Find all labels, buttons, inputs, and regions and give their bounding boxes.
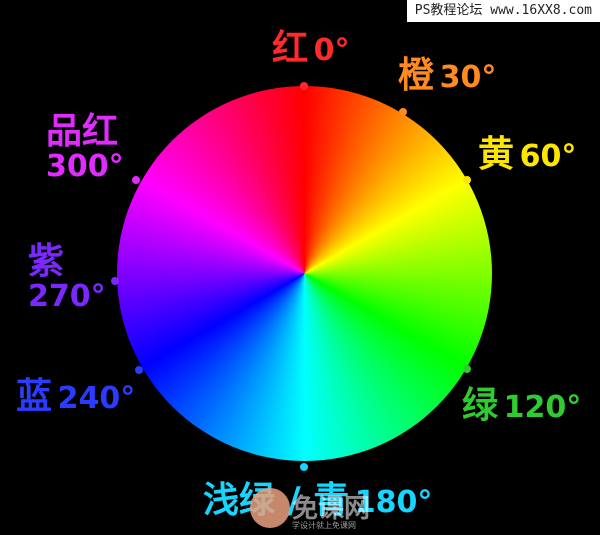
label-blue: 蓝 240° [16, 378, 135, 416]
label-cyan-degree: 180° [354, 485, 433, 520]
tick-magenta [132, 176, 140, 184]
label-red-name: 红 [272, 28, 309, 69]
label-green-degree: 120° [503, 390, 582, 425]
logo-subtitle: 学设计就上免课网 [292, 521, 356, 530]
logo-text: 免课网 [292, 494, 371, 524]
label-blue-name: 蓝 [16, 376, 53, 417]
label-magenta: 品红 300° [46, 113, 124, 182]
label-green-name: 绿 [462, 385, 499, 426]
label-orange: 橙 30° [398, 57, 496, 95]
tick-violet [111, 277, 119, 285]
label-red: 红 0° [272, 30, 349, 68]
label-violet-degree: 270° [28, 278, 106, 314]
logo-badge-icon [250, 488, 290, 528]
color-wheel [117, 86, 492, 461]
tick-blue [135, 366, 143, 374]
tick-orange [399, 108, 407, 116]
label-yellow-name: 黄 [478, 134, 515, 175]
tick-yellow [463, 176, 471, 184]
label-red-degree: 0° [313, 33, 350, 68]
tick-cyan [300, 463, 308, 471]
label-yellow-degree: 60° [519, 139, 577, 174]
label-magenta-name: 品红 [46, 111, 119, 152]
watermark-banner: PS教程论坛 www.16XX8.com [406, 0, 600, 22]
label-orange-degree: 30° [439, 60, 497, 95]
label-green: 绿 120° [462, 387, 581, 425]
tick-red [300, 82, 308, 90]
label-violet-name: 紫 [28, 241, 65, 282]
tick-green [463, 365, 471, 373]
label-blue-degree: 240° [57, 381, 136, 416]
label-magenta-degree: 300° [46, 148, 124, 184]
label-violet: 紫 270° [28, 243, 106, 312]
label-orange-name: 橙 [398, 55, 435, 96]
label-yellow: 黄 60° [478, 136, 576, 174]
